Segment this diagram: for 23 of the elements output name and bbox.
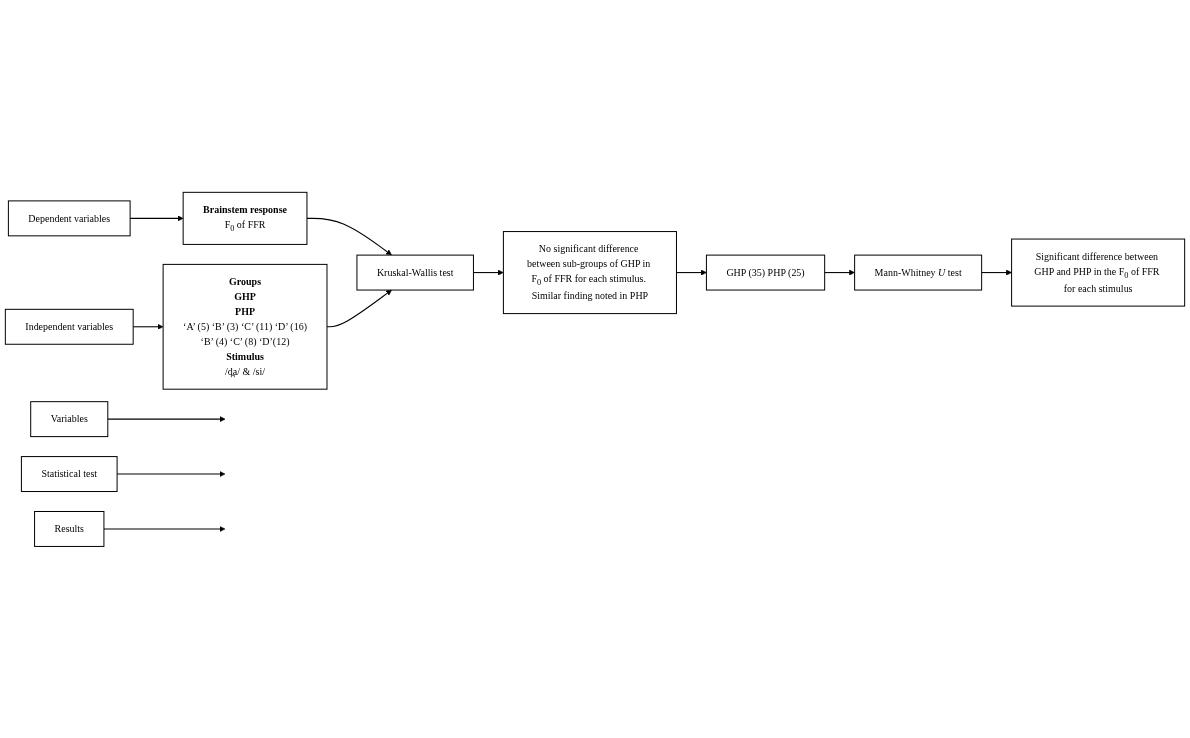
arrow [981,269,1012,276]
arrow [306,217,392,255]
node-box: Kruskal-Wallis test [356,254,474,291]
node-box: Results [34,510,105,547]
node-box: Groups GHP PHP ‘A’ (5) ‘B’ (3) ‘C’ (11) ‘D’ (16) ‘B’ (4) ‘C’ (8) ‘D’(12) Stimulus /d̪a/ & /si/ [162,263,328,390]
node-box: Mann-Whitney U test [854,254,983,291]
arrow [103,525,226,532]
node-box: Variables [30,400,109,437]
node-box: Dependent variables [7,200,131,236]
node-box: Significant difference between GHP and PHP in the F$_{0}$ of FFR for each stimulus [1011,238,1186,307]
node-box: Brainstem response F$_{0}$ of FFR [182,191,308,245]
arrow [824,269,855,276]
node-box: Independent variables [4,308,134,345]
arrow [129,215,184,221]
arrow [116,470,226,477]
arrow [107,415,226,422]
arrow [326,289,392,327]
node-box: No significant difference between sub-groups of GHP in F$_{0}$ of FFR for each stimulus. Similar finding noted in PHP [502,230,677,314]
arrow [675,269,707,276]
arrow [472,269,504,276]
node-box: GHP (35) PHP (25) [705,254,826,291]
node-box: Statistical test [20,455,118,492]
arrow [132,323,164,330]
